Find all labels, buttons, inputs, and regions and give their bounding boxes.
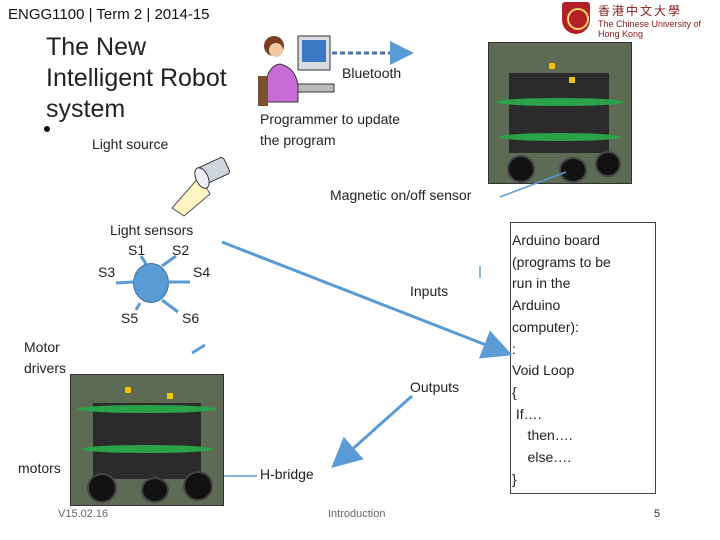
sensor-connector-s1	[139, 255, 148, 265]
outputs-label: Outputs	[410, 379, 460, 395]
footer-section: Introduction	[328, 508, 386, 520]
sensor-s1: S1	[128, 242, 146, 258]
inputs-label: Inputs	[410, 283, 449, 299]
light-source-label: Light source	[92, 136, 169, 152]
sensor-connector-left	[115, 280, 134, 285]
motor-driver-arrow	[191, 343, 206, 355]
motor-drivers-label: Motor drivers	[24, 339, 67, 376]
arduino-board-box	[510, 222, 656, 494]
university-logo: 香港中文大學 The Chinese University of Hong Ko…	[562, 2, 712, 39]
sensor-s5: S5	[121, 310, 139, 326]
robot-photo-bottom	[70, 374, 224, 506]
logo-chinese-text: 香港中文大學	[598, 4, 683, 18]
bullet-dot	[44, 126, 50, 132]
sensor-s2: S2	[172, 242, 190, 258]
university-seal-icon	[562, 2, 590, 34]
course-header: ENGG1100 | Term 2 | 2014-15	[8, 6, 210, 23]
motors-label: motors	[18, 460, 61, 476]
logo-english-text: The Chinese University of Hong Kong	[598, 19, 702, 39]
sensor-connector-s6	[161, 298, 179, 314]
arduino-board-text: Arduino board (programs to be run in the…	[512, 232, 611, 487]
magnetic-sensor-label: Magnetic on/off sensor	[330, 187, 472, 203]
programmer-computer-icon	[258, 35, 335, 106]
outputs-to-hbridge-arrow	[331, 394, 413, 468]
light-sensors-label: Light sensors	[110, 222, 194, 238]
bluetooth-label: Bluetooth	[342, 65, 402, 81]
magnetic-sensor-arrow	[499, 171, 567, 198]
sensor-s6: S6	[182, 310, 200, 326]
sensor-connector-s2	[161, 254, 177, 268]
sensor-s3: S3	[98, 264, 116, 280]
slide-title: The New Intelligent Robot system	[46, 33, 227, 123]
page-number: 5	[654, 508, 661, 520]
programmer-label: Programmer to update the program	[260, 111, 401, 148]
robot-photo-top	[488, 42, 632, 184]
h-bridge-label: H-bridge	[260, 466, 314, 482]
sensor-connector-s5	[134, 302, 142, 311]
sensor-to-inputs-arrow	[221, 240, 513, 359]
sensor-s4: S4	[193, 264, 211, 280]
flashlight-icon	[171, 156, 230, 217]
footer-version: V15.02.16	[58, 508, 109, 520]
